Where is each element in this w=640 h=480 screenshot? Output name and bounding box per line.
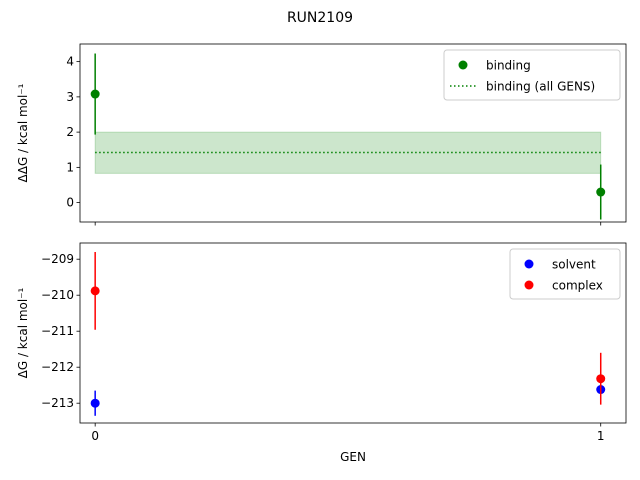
data-point [596, 374, 606, 384]
axes-frame [79, 43, 627, 223]
legend-marker [524, 280, 534, 290]
legend-box [509, 248, 621, 300]
x-axis-label: GEN [340, 450, 366, 464]
legend-label: binding (all GENS) [486, 80, 595, 94]
y-tick-label: 3 [66, 90, 74, 104]
axes-frame [79, 242, 627, 424]
legend: solvent complex [509, 248, 621, 300]
legend: binding binding (all GENS) [443, 49, 621, 101]
legend-box [443, 49, 621, 101]
figure-title: RUN2109 [287, 10, 353, 26]
y-tick-label: 2 [66, 125, 74, 139]
y-tick-label: −212 [41, 360, 74, 374]
legend-label: complex [552, 279, 603, 293]
y-tick-label: −210 [41, 288, 74, 302]
data-point [596, 187, 606, 197]
legend-label: binding [486, 59, 531, 73]
y-tick-label: 1 [66, 160, 74, 174]
legend-label: solvent [552, 258, 596, 272]
data-point [90, 398, 100, 408]
y-tick-label: 0 [66, 196, 74, 210]
y-tick-label: 4 [66, 55, 74, 69]
y-tick-label: −209 [41, 252, 74, 266]
y-tick-label: −211 [41, 324, 74, 338]
data-point [90, 286, 100, 296]
bottom-axes: −209 −210 −211 −212 −213 0 1 ΔG / kcal mol⁻¹ GEN… [16, 242, 627, 464]
legend-marker [524, 259, 534, 269]
y-tick-label: −213 [41, 396, 74, 410]
legend-marker [458, 60, 468, 70]
x-tick-label: 0 [91, 429, 99, 443]
y-axis-label: ΔΔG / kcal mol⁻¹ [16, 83, 30, 182]
y-axis-label: ΔG / kcal mol⁻¹ [16, 287, 30, 378]
data-point [90, 89, 100, 99]
x-tick-label: 1 [597, 429, 605, 443]
